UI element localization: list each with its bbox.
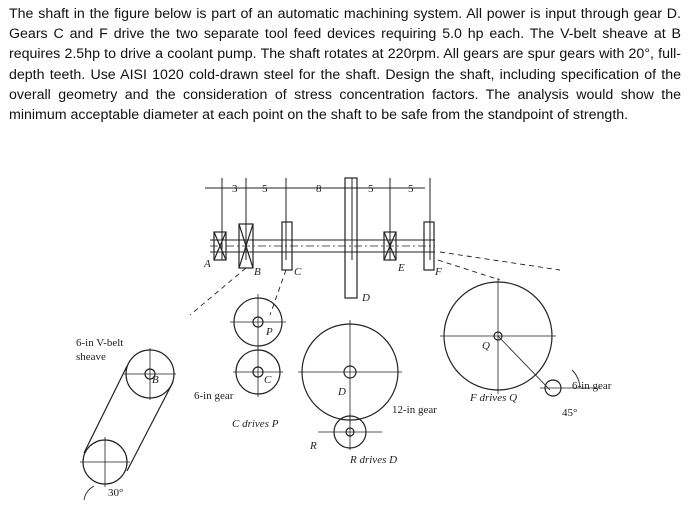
shaft [210,239,435,253]
sheave-label-line2: sheave [76,351,106,363]
projection-lines [189,251,561,316]
gear-r-label: R [310,440,317,452]
driven-sheave [80,437,130,487]
gear-c-end-view [233,347,283,397]
shaft-figure: 3 5 8 5 5 A B C D E F P C B D Q R 6-in V… [0,160,688,508]
v-belt [83,365,174,472]
f-drives-q-label: F drives Q [470,392,518,404]
point-d-label: D [362,292,370,304]
gear-q-label: Q [482,340,490,352]
point-e-label: E [398,262,405,274]
gear-p-label: P [266,326,273,338]
gear-c [281,221,293,271]
dim-label-bc: 5 [262,183,268,195]
point-c-label: C [294,266,302,278]
r-drives-d-label: R drives D [350,454,398,466]
dimension-line [205,178,431,260]
shaft-diagram [80,177,600,501]
gear-f-end-view [540,379,600,397]
dim-label-ef: 5 [408,183,414,195]
sheave-b-label: B [152,374,159,386]
gear-d-end-view [298,320,402,424]
angle-30-label: 30° [108,487,124,499]
gear-r [318,414,382,450]
dim-label-cd: 8 [316,183,322,195]
c-drives-p-label: C drives P [232,418,279,430]
point-f-label: F [435,266,442,278]
angle-30-arc [83,485,95,501]
gear-d [344,177,358,299]
bearing-e [383,231,397,261]
sheave-label-line1: 6-in V-belt [76,337,124,349]
angle-45-arc [571,369,581,389]
gear-d-label: D [338,386,346,398]
gear-12in-label: 12-in gear [392,404,437,416]
problem-statement: The shaft in the figure below is part of… [9,6,681,124]
point-a-label: A [204,258,211,270]
dim-label-ab: 3 [232,183,238,195]
gear-c-label: C [264,374,272,386]
sheave-b-end-view [124,348,176,400]
gear-q [440,278,556,394]
dim-label-de: 5 [368,183,374,195]
gear-f [423,221,435,271]
angle-45-label: 45° [562,407,578,419]
gear-6in-right-label: 6-in gear [572,380,612,392]
point-b-label: B [254,266,261,278]
bearing-a [213,231,227,261]
gear-6in-left-label: 6-in gear [194,390,234,402]
gear-p [230,294,286,350]
